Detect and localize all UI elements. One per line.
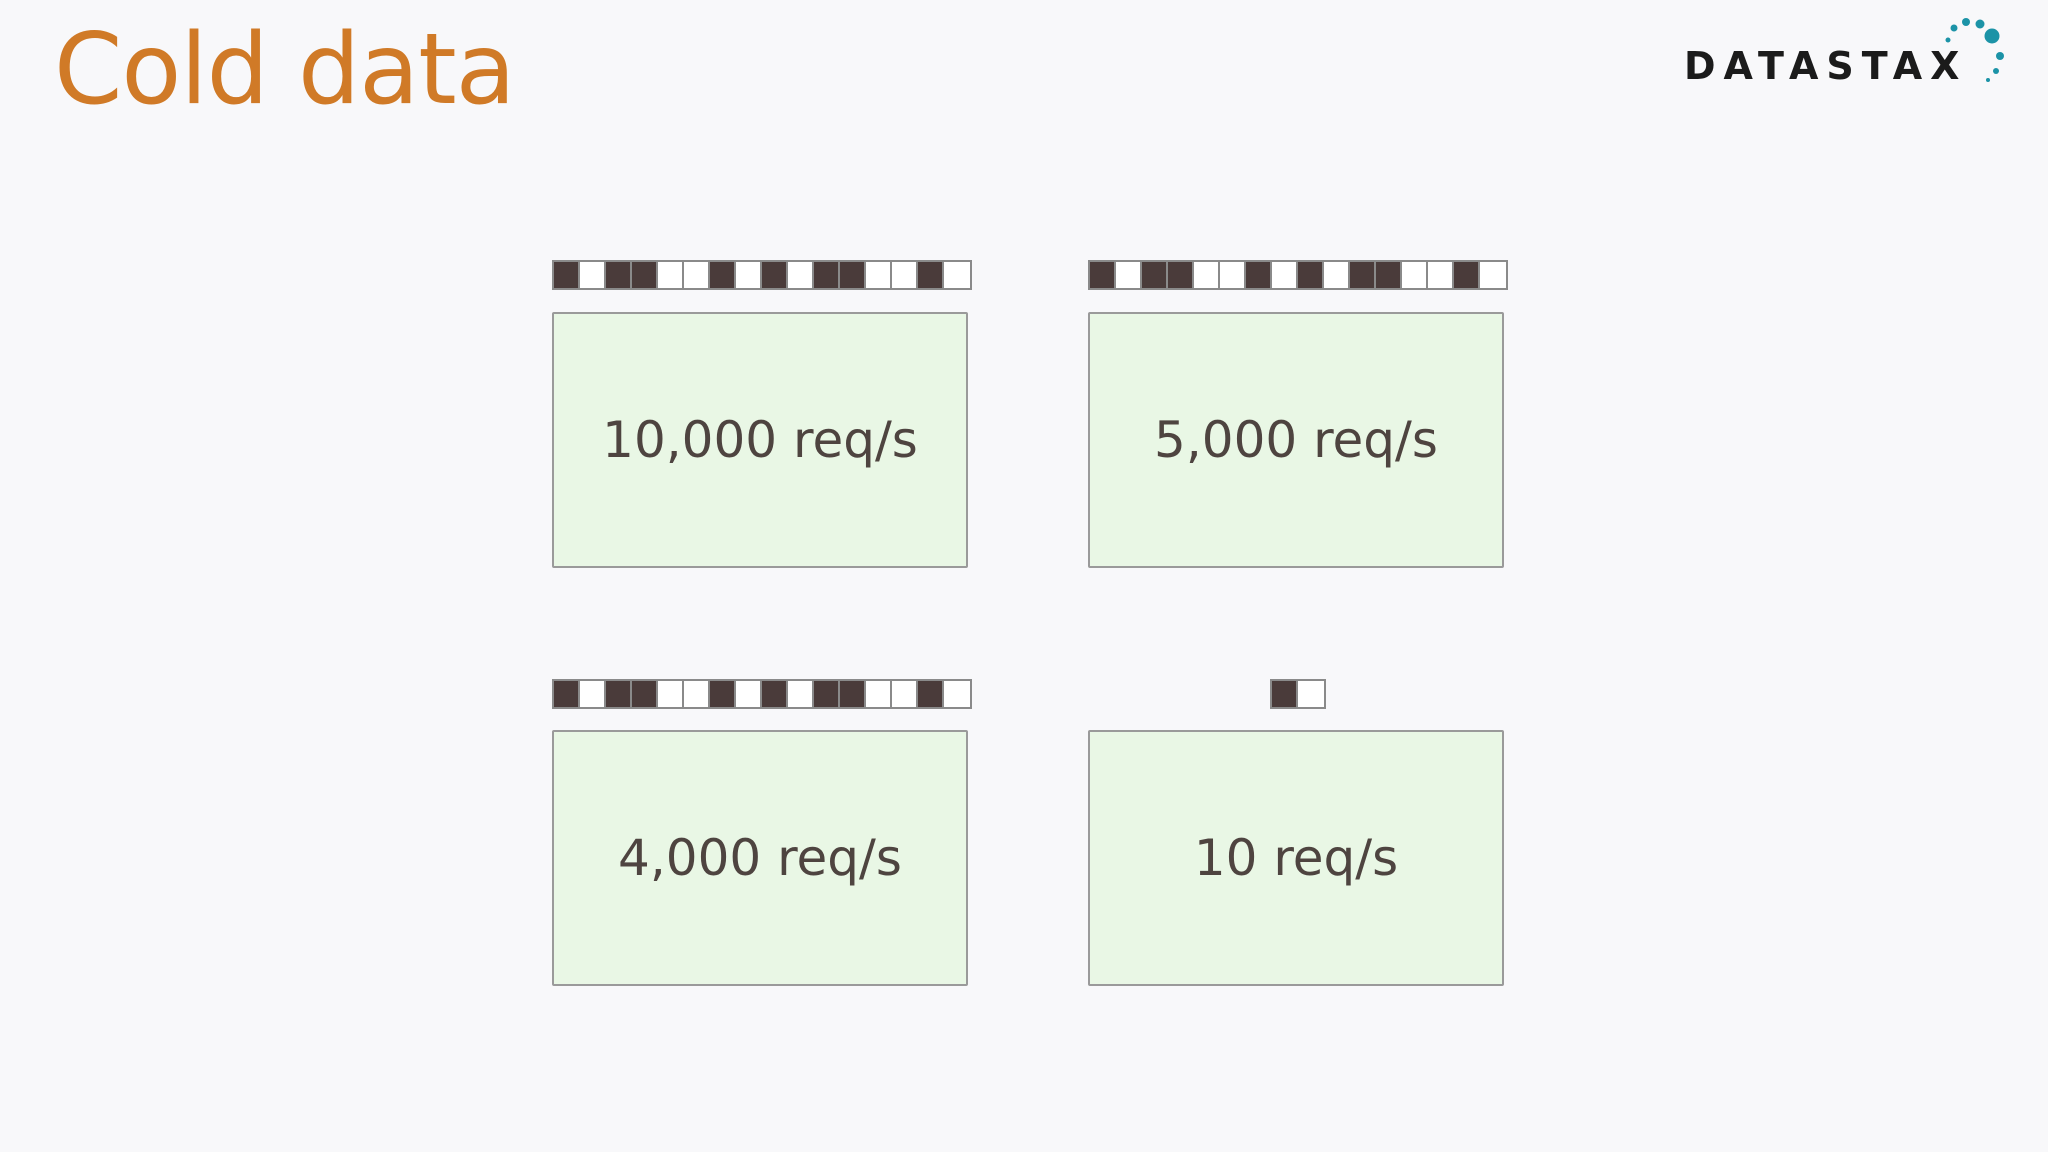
bit-clear bbox=[788, 681, 814, 707]
bit-set bbox=[606, 681, 632, 707]
bit-set bbox=[1246, 262, 1272, 288]
bit-clear bbox=[736, 262, 762, 288]
bit-clear bbox=[1220, 262, 1246, 288]
bit-set bbox=[918, 681, 944, 707]
bit-clear bbox=[866, 262, 892, 288]
bit-clear bbox=[580, 681, 606, 707]
throughput-box: 5,000 req/s bbox=[1088, 312, 1504, 568]
bit-clear bbox=[1480, 262, 1506, 288]
bit-set bbox=[632, 262, 658, 288]
bit-clear bbox=[684, 681, 710, 707]
bitmap-strip bbox=[552, 679, 972, 709]
bit-clear bbox=[1272, 262, 1298, 288]
bit-set bbox=[710, 262, 736, 288]
bit-set bbox=[632, 681, 658, 707]
bit-set bbox=[840, 262, 866, 288]
bit-clear bbox=[1428, 262, 1454, 288]
bit-clear bbox=[684, 262, 710, 288]
bit-clear bbox=[658, 262, 684, 288]
bit-clear bbox=[1194, 262, 1220, 288]
bit-clear bbox=[788, 262, 814, 288]
bit-set bbox=[554, 262, 580, 288]
bit-set bbox=[710, 681, 736, 707]
bit-clear bbox=[944, 262, 970, 288]
bit-set bbox=[762, 262, 788, 288]
bit-set bbox=[1298, 262, 1324, 288]
bit-set bbox=[1090, 262, 1116, 288]
bit-set bbox=[1272, 681, 1298, 707]
bit-set bbox=[1454, 262, 1480, 288]
throughput-box: 10,000 req/s bbox=[552, 312, 968, 568]
bit-set bbox=[1376, 262, 1402, 288]
bit-set bbox=[554, 681, 580, 707]
throughput-label: 10,000 req/s bbox=[602, 411, 918, 469]
bit-clear bbox=[658, 681, 684, 707]
bitmap-strip bbox=[552, 260, 972, 290]
throughput-label: 10 req/s bbox=[1193, 829, 1399, 887]
throughput-label: 4,000 req/s bbox=[618, 829, 902, 887]
throughput-box: 10 req/s bbox=[1088, 730, 1504, 986]
bit-set bbox=[1142, 262, 1168, 288]
bit-set bbox=[606, 262, 632, 288]
datastax-logo: DATASTAX bbox=[1680, 14, 2010, 94]
bit-set bbox=[1350, 262, 1376, 288]
bit-set bbox=[762, 681, 788, 707]
bit-set bbox=[814, 262, 840, 288]
bit-set bbox=[918, 262, 944, 288]
bit-set bbox=[814, 681, 840, 707]
throughput-label: 5,000 req/s bbox=[1154, 411, 1438, 469]
bit-set bbox=[840, 681, 866, 707]
bit-clear bbox=[944, 681, 970, 707]
bit-clear bbox=[1324, 262, 1350, 288]
logo-dots-icon bbox=[1945, 18, 2004, 82]
throughput-box: 4,000 req/s bbox=[552, 730, 968, 986]
bitmap-strip bbox=[1088, 260, 1508, 290]
bit-clear bbox=[1298, 681, 1324, 707]
bit-clear bbox=[892, 681, 918, 707]
bit-clear bbox=[892, 262, 918, 288]
slide-title: Cold data bbox=[54, 13, 516, 127]
bitmap-strip bbox=[1270, 679, 1326, 709]
logo-wordmark: DATASTAX bbox=[1684, 44, 1968, 88]
bit-set bbox=[1168, 262, 1194, 288]
bit-clear bbox=[736, 681, 762, 707]
bit-clear bbox=[1402, 262, 1428, 288]
bit-clear bbox=[866, 681, 892, 707]
bit-clear bbox=[580, 262, 606, 288]
bit-clear bbox=[1116, 262, 1142, 288]
